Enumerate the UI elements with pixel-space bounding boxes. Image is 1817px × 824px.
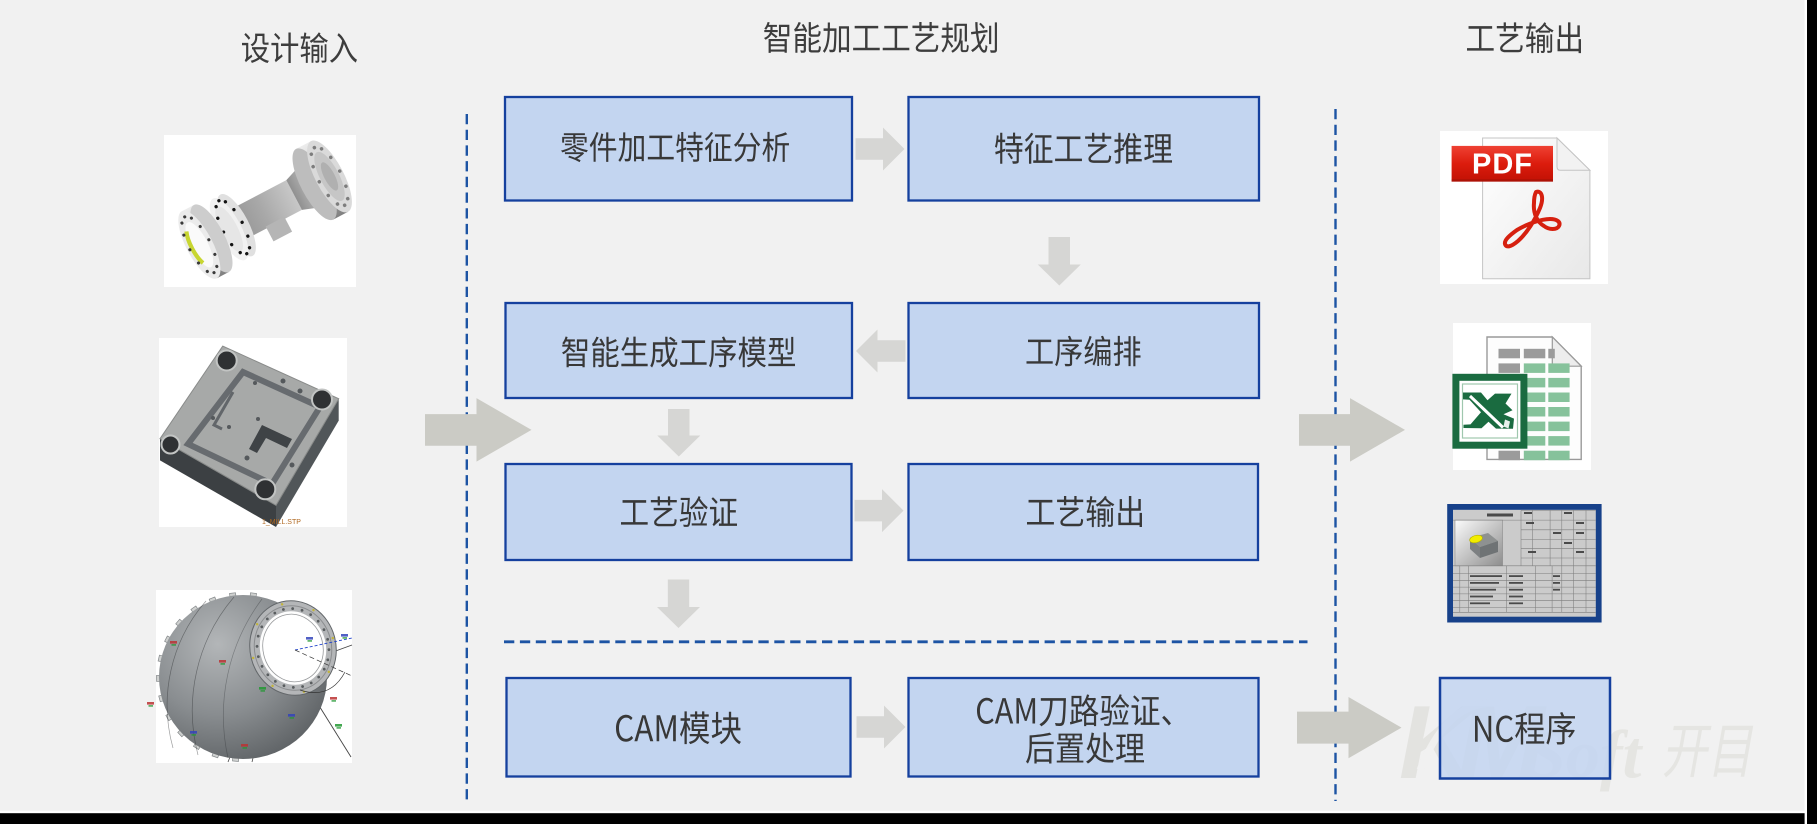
svg-text:PDF: PDF xyxy=(1472,149,1533,181)
svg-text:1_MILL.STP: 1_MILL.STP xyxy=(262,519,301,526)
